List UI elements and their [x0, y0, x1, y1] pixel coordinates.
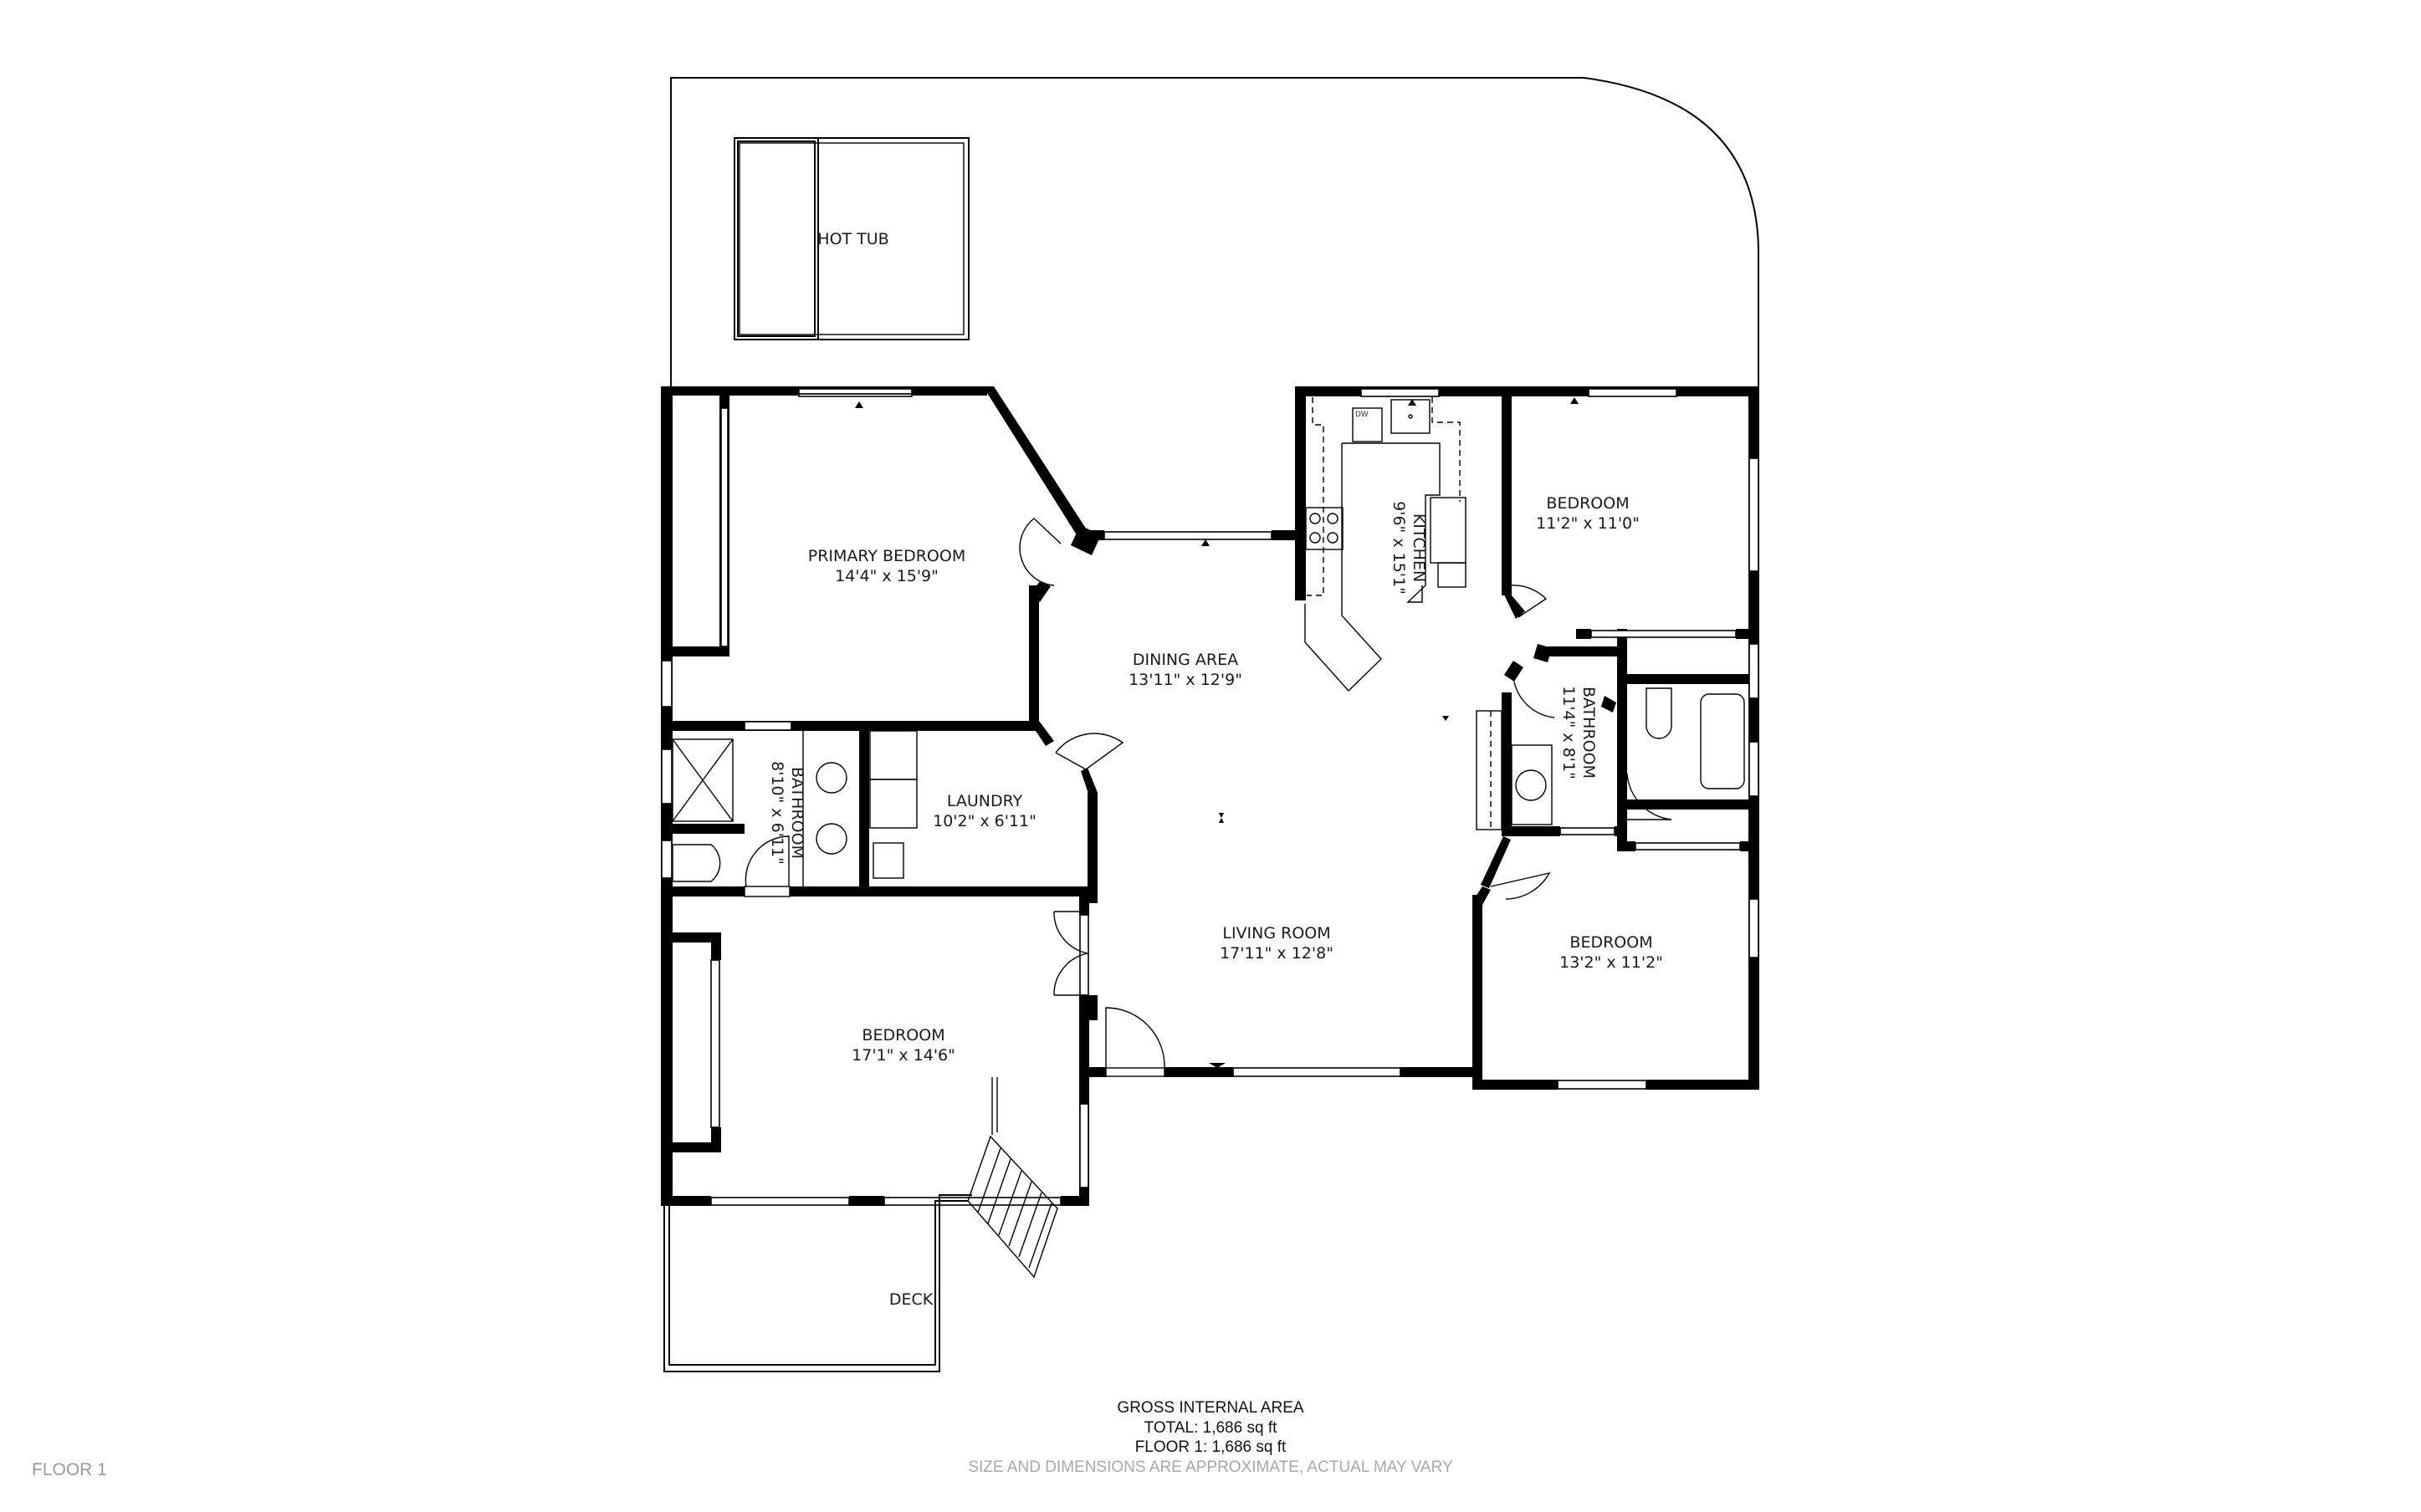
room-name-bathroom-west: BATHROOM	[788, 767, 806, 859]
floor-label: FLOOR 1	[32, 1460, 107, 1479]
room-name-bedroom-se: BEDROOM	[1569, 933, 1652, 952]
room-dim-dining-area: 13'11" x 12'9"	[1129, 671, 1242, 689]
doors	[744, 518, 1672, 1077]
dishwasher-label: DW	[1355, 411, 1369, 419]
room-dim-laundry: 10'2" x 6'11"	[933, 812, 1036, 830]
room-name-laundry: LAUNDRY	[947, 792, 1023, 810]
room-dim-living-room: 17'11" x 12'8"	[1220, 944, 1333, 963]
room-name-primary-bedroom: PRIMARY BEDROOM	[808, 547, 965, 565]
backyard-outline	[670, 77, 1759, 395]
room-dim-bedroom-sw: 17'1" x 14'6"	[852, 1046, 955, 1065]
laundry-fixtures	[869, 730, 918, 879]
room-dim-bathroom-east: 11'4" x 8'1"	[1559, 686, 1578, 779]
area-total: TOTAL: 1,686 sq ft	[1144, 1418, 1277, 1437]
deck-label: DECK	[889, 1290, 934, 1309]
deck-outline	[663, 1194, 972, 1372]
hot-tub-label: HOT TUB	[817, 230, 888, 248]
area-summary: GROSS INTERNAL AREA TOTAL: 1,686 sq ft F…	[0, 1398, 2421, 1477]
bathroom-east-fixtures	[1476, 687, 1745, 830]
room-dim-kitchen: 9'6" x 15'1"	[1390, 501, 1408, 595]
area-floor-1: FLOOR 1: 1,686 sq ft	[1134, 1438, 1287, 1456]
room-name-kitchen: KITCHEN	[1410, 513, 1428, 582]
camera-markers	[855, 397, 1579, 1068]
room-name-bedroom-ne: BEDROOM	[1546, 494, 1629, 513]
room-name-living-room: LIVING ROOM	[1222, 924, 1330, 942]
room-name-bathroom-east: BATHROOM	[1579, 687, 1598, 779]
hot-tub-shape	[734, 137, 970, 340]
bathroom-west-fixtures	[672, 731, 847, 886]
room-dim-bathroom-west: 8'10" x 6'11"	[768, 761, 786, 865]
room-name-bedroom-sw: BEDROOM	[862, 1026, 944, 1045]
room-dim-primary-bedroom: 14'4" x 15'9"	[835, 567, 939, 585]
room-name-dining-area: DINING AREA	[1133, 651, 1238, 669]
windows	[661, 388, 1759, 1206]
room-labels: PRIMARY BEDROOM 14'4" x 15'9" KITCHEN 9'…	[768, 494, 1663, 1065]
area-heading: GROSS INTERNAL AREA	[1117, 1399, 1304, 1417]
room-dim-bedroom-ne: 11'2" x 11'0"	[1536, 514, 1640, 533]
hot-tub	[734, 137, 819, 340]
room-dim-bedroom-se: 13'2" x 11'2"	[1559, 953, 1663, 972]
stairs	[967, 1077, 1058, 1279]
area-disclaimer: SIZE AND DIMENSIONS ARE APPROXIMATE, ACT…	[968, 1458, 1453, 1476]
kitchen-fixtures: DW	[1304, 397, 1466, 692]
